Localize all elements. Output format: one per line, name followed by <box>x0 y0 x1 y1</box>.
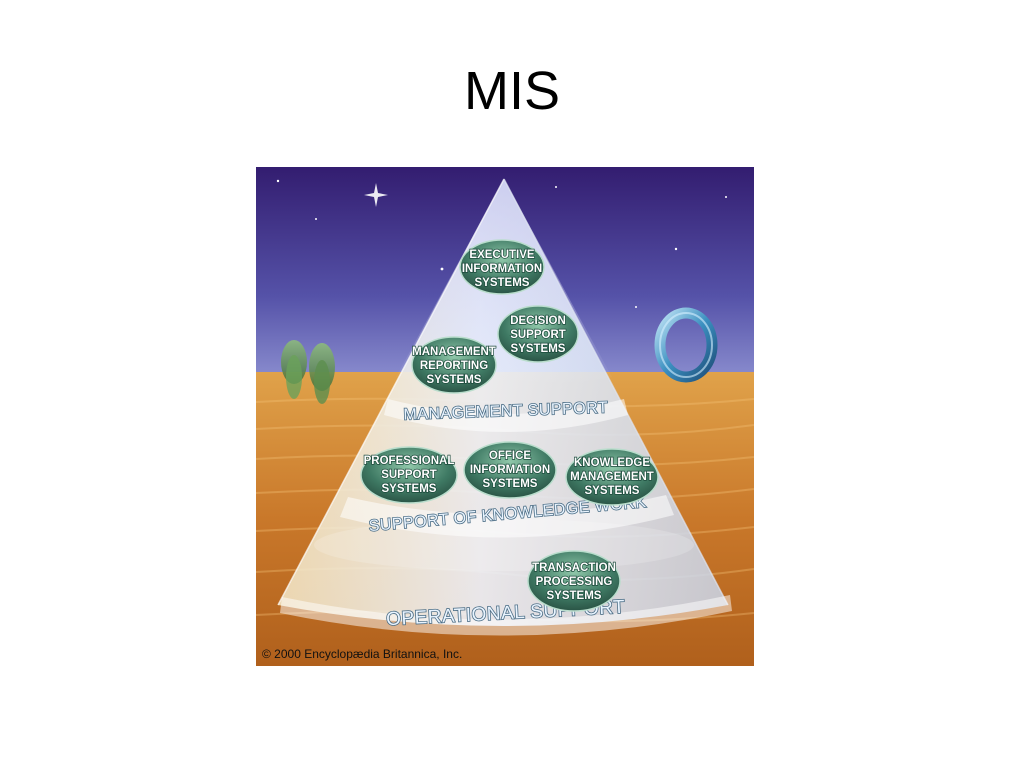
svg-text:SYSTEMS: SYSTEMS <box>483 478 538 490</box>
system-pill-professional-support: PROFESSIONAL SUPPORT SYSTEMS <box>360 446 458 504</box>
svg-text:MANAGEMENT: MANAGEMENT <box>412 346 496 358</box>
svg-text:REPORTING: REPORTING <box>420 360 488 372</box>
svg-text:MANAGEMENT: MANAGEMENT <box>570 471 654 483</box>
svg-text:PROCESSING: PROCESSING <box>536 576 613 588</box>
mis-pyramid-illustration: MANAGEMENT SUPPORT SUPPORT OF KNOWLEDGE … <box>256 167 754 666</box>
svg-text:SYSTEMS: SYSTEMS <box>511 343 566 355</box>
svg-text:SYSTEMS: SYSTEMS <box>382 483 437 495</box>
svg-text:INFORMATION: INFORMATION <box>470 464 550 476</box>
svg-text:SYSTEMS: SYSTEMS <box>427 374 482 386</box>
svg-text:KNOWLEDGE: KNOWLEDGE <box>574 457 650 469</box>
svg-text:PROFESSIONAL: PROFESSIONAL <box>364 455 455 467</box>
ring-decoration-icon <box>654 307 718 383</box>
svg-text:SYSTEMS: SYSTEMS <box>585 485 640 497</box>
hourglass-decoration-icon <box>281 340 335 404</box>
svg-text:SUPPORT: SUPPORT <box>381 469 437 481</box>
svg-text:SUPPORT: SUPPORT <box>510 329 566 341</box>
tier-band-operational <box>280 595 732 636</box>
slide-title: MIS <box>463 61 560 121</box>
svg-text:TRANSACTION: TRANSACTION <box>532 562 616 574</box>
system-pill-office-information: OFFICE INFORMATION SYSTEMS <box>463 441 557 499</box>
tier-band-knowledge <box>340 495 674 538</box>
system-pill-transaction-processing: TRANSACTION PROCESSING SYSTEMS <box>527 550 621 612</box>
svg-text:SYSTEMS: SYSTEMS <box>475 277 530 289</box>
system-pill-management-reporting: MANAGEMENT REPORTING SYSTEMS <box>411 336 497 394</box>
system-pill-decision-support: DECISION SUPPORT SYSTEMS <box>497 305 579 363</box>
system-pill-knowledge-management: KNOWLEDGE MANAGEMENT SYSTEMS <box>565 448 659 506</box>
pyramid-svg: MANAGEMENT SUPPORT SUPPORT OF KNOWLEDGE … <box>256 167 754 666</box>
tier-band-management <box>384 399 628 432</box>
svg-text:SYSTEMS: SYSTEMS <box>547 590 602 602</box>
system-pill-executive-information: EXECUTIVE INFORMATION SYSTEMS <box>459 239 545 295</box>
svg-text:INFORMATION: INFORMATION <box>462 263 542 275</box>
svg-text:OFFICE: OFFICE <box>489 450 531 462</box>
copyright-notice: © 2000 Encyclopædia Britannica, Inc. <box>262 647 462 661</box>
svg-text:DECISION: DECISION <box>510 315 566 327</box>
star-icons <box>276 179 727 308</box>
svg-text:EXECUTIVE: EXECUTIVE <box>469 249 535 261</box>
